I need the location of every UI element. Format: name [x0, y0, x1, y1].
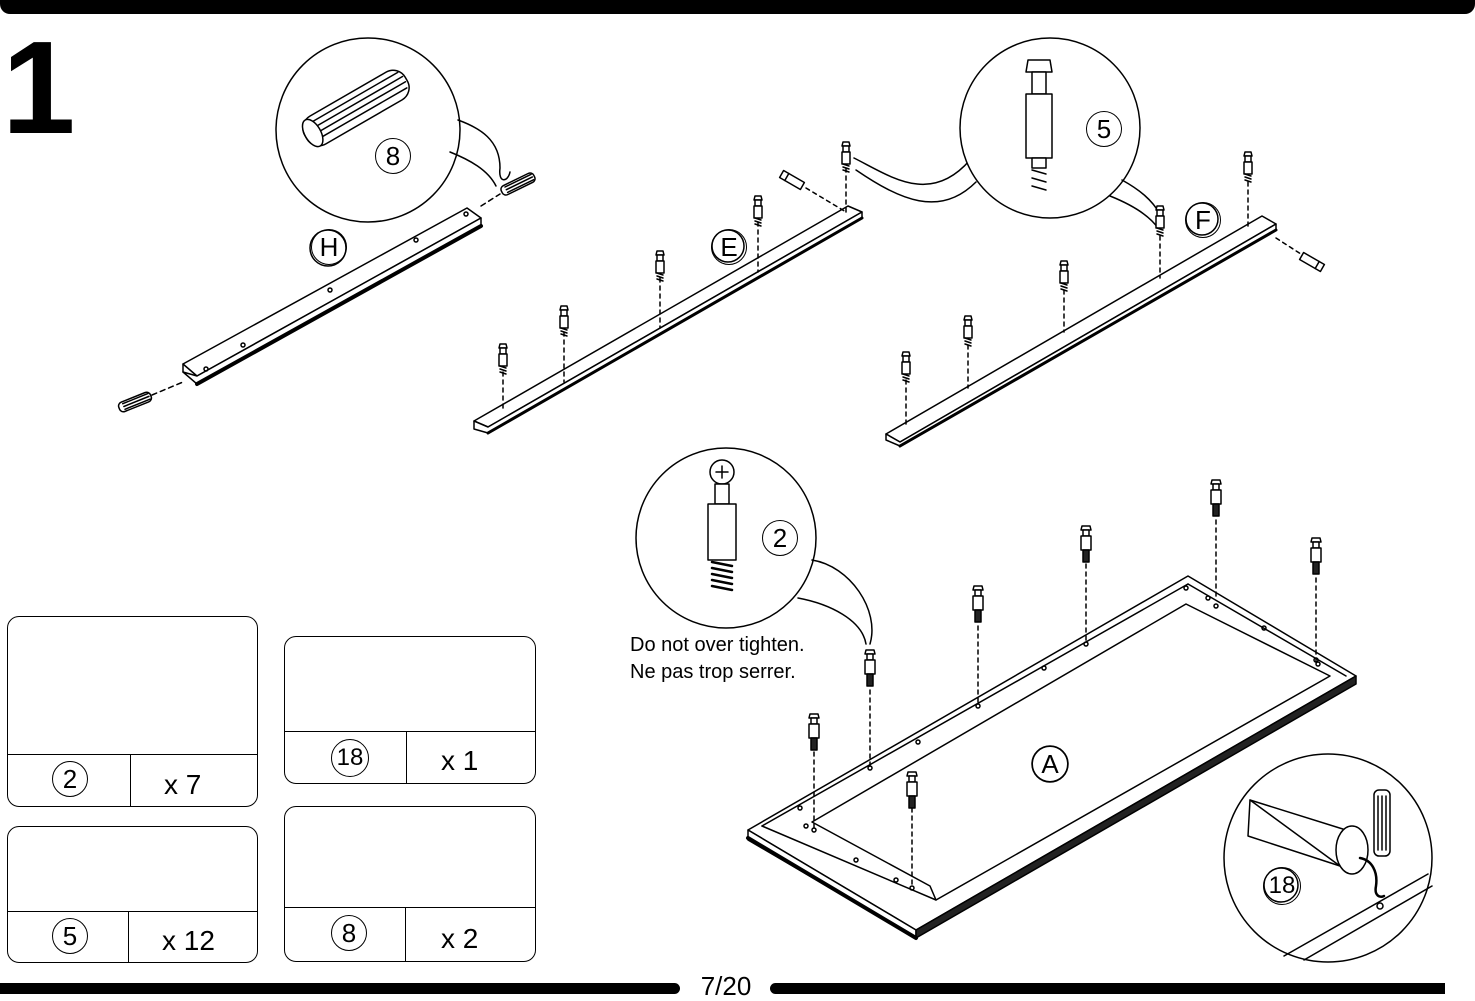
glue-callout	[1223, 753, 1433, 963]
panel-label-a: A	[1032, 746, 1068, 782]
warning-note-en: Do not over tighten.	[630, 634, 805, 656]
bottom-border-right	[770, 983, 1445, 994]
hardware-id: 18	[331, 739, 369, 777]
callout-number-5: 5	[1086, 111, 1122, 147]
panel-label-f: F	[1185, 202, 1221, 238]
panel-label-h: H	[311, 229, 347, 265]
hardware-qty: x 2	[441, 923, 479, 954]
panel-e	[473, 141, 864, 435]
panel-label-e: E	[711, 229, 747, 265]
hardware-id: 5	[52, 918, 88, 954]
hardware-qty: x 7	[164, 769, 202, 800]
callout-number-18: 18	[1263, 867, 1301, 905]
dowel-callout	[275, 37, 511, 223]
hardware-box-18: 18 x 1	[284, 636, 536, 784]
cam-bolt-callout-e	[853, 37, 1161, 229]
hardware-qty: x 1	[441, 745, 479, 776]
callout-number-2: 2	[762, 520, 798, 556]
top-border	[0, 0, 1475, 14]
hardware-qty: x 12	[162, 925, 215, 956]
bottom-border-left	[0, 983, 680, 994]
cam-bolt-callout-a	[635, 447, 873, 645]
page-number: 7/20	[700, 971, 752, 1001]
step-number: 1	[2, 14, 75, 161]
hardware-id: 2	[52, 761, 88, 797]
hardware-box-5: 5 x 12	[7, 826, 258, 963]
hardware-box-8: 8 x 2	[284, 806, 536, 962]
warning-note-fr: Ne pas trop serrer.	[630, 661, 796, 683]
hardware-id: 8	[331, 915, 367, 951]
callout-number-8: 8	[375, 138, 411, 174]
hardware-box-2: 2 x 7	[7, 616, 258, 807]
